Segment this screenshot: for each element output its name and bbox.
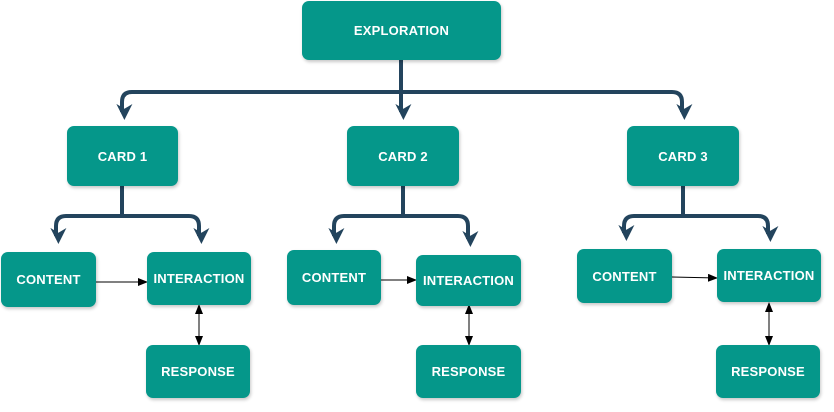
connector-card-2-to-content [328,186,405,244]
connector-card-1-to-content [50,186,124,244]
connector-card-2-to-interaction [401,186,479,247]
response-node-label: RESPONSE [431,364,506,379]
card-node-label: CARD 1 [97,148,148,164]
connector-card-3-to-content [618,186,685,241]
response-node-2: RESPONSE [416,345,521,398]
interaction-node-2: INTERACTION [416,255,521,306]
interaction-node-label: INTERACTION [153,271,245,286]
content-node-2: CONTENT [287,250,381,305]
card-node-label: CARD 2 [378,148,428,164]
card-node-2: CARD 2 [347,126,459,186]
response-node-3: RESPONSE [716,345,820,398]
content-node-1: CONTENT [1,252,96,307]
interaction-node-3: INTERACTION [717,249,821,302]
connector-root-to-card-1 [116,60,403,120]
connector-card-1-to-interaction [120,186,210,244]
content-node-label: CONTENT [16,272,81,287]
content-node-label: CONTENT [301,270,367,285]
connector-card-3-to-interaction [681,186,779,242]
root-node-label: EXPLORATION [353,23,450,38]
response-node-label: RESPONSE [731,364,805,379]
response-node-label: RESPONSE [161,364,235,379]
content-node-label: CONTENT [592,268,657,284]
interaction-node-1: INTERACTION [147,252,251,305]
content-node-3: CONTENT [577,249,672,303]
card-node-3: CARD 3 [627,126,739,186]
interaction-node-label: INTERACTION [723,268,815,283]
interaction-node-label: INTERACTION [422,273,515,288]
response-node-1: RESPONSE [146,345,250,398]
connector-root-to-card-3 [399,60,693,120]
card-node-1: CARD 1 [67,126,178,186]
root-node: EXPLORATION [302,1,501,60]
card-node-label: CARD 3 [658,148,708,164]
connector-content-to-interaction-3 [671,273,718,282]
